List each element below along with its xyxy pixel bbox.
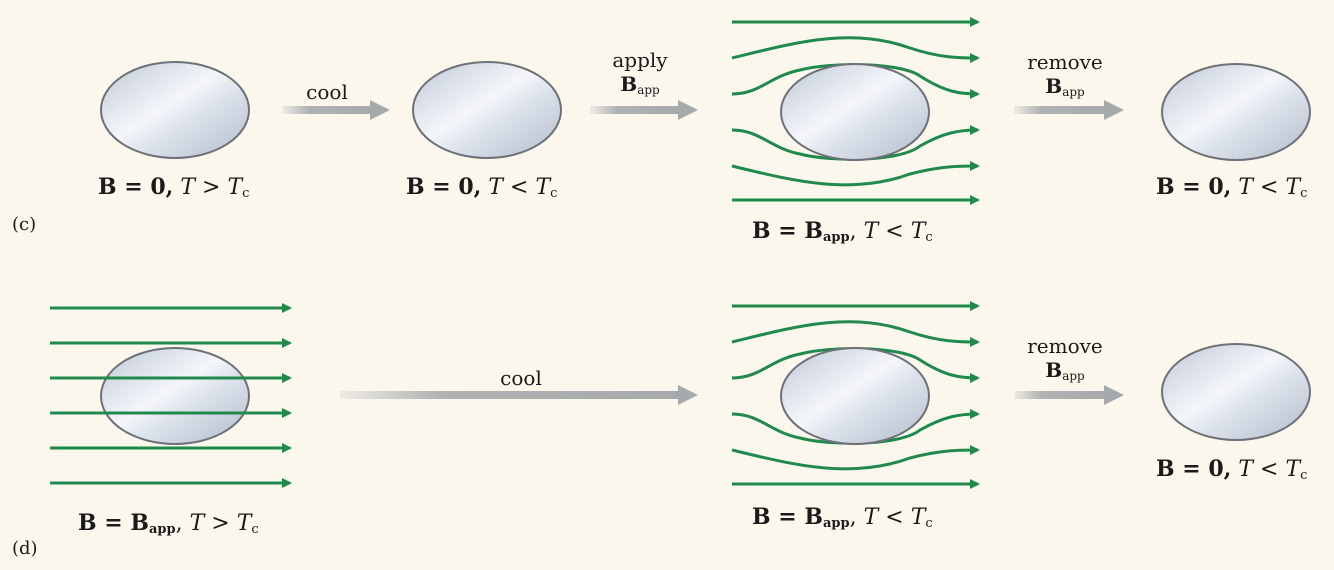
step-text: cool — [306, 80, 348, 104]
step-text: apply — [612, 48, 668, 72]
process-arrow-c-remove — [1014, 100, 1124, 120]
critical-temp-sub: c — [1300, 186, 1308, 201]
critical-temp: T — [910, 505, 926, 530]
state-label-d2: B = Bapp, T < Tc — [752, 504, 933, 531]
step-symbol-sub: app — [637, 83, 660, 97]
field-value: B = B — [752, 218, 823, 244]
relation: < — [1260, 457, 1279, 482]
critical-temp-sub: c — [242, 186, 250, 201]
sample-c3 — [780, 63, 930, 161]
sample-d3 — [1161, 343, 1311, 441]
critical-temp: T — [227, 175, 243, 200]
step-text: remove — [1027, 334, 1103, 358]
field-suffix: , — [849, 219, 857, 244]
field-suffix: , — [175, 511, 183, 536]
relation: < — [885, 219, 904, 244]
step-label-c-apply: apply Bapp — [600, 48, 680, 102]
field-value: B = B — [78, 510, 149, 536]
state-label-c3: B = Bapp, T < Tc — [752, 218, 933, 245]
state-label-d1: B = Bapp, T > Tc — [78, 510, 259, 537]
step-symbol: B — [1045, 74, 1063, 98]
process-arrow-d-remove — [1014, 385, 1124, 405]
process-arrow-c-apply — [590, 100, 698, 120]
state-label-d3: B = 0, T < Tc — [1156, 456, 1307, 483]
sample-c2 — [412, 61, 562, 159]
critical-temp-sub: c — [550, 186, 558, 201]
field-line — [731, 161, 980, 187]
step-label-c-remove: remove Bapp — [1020, 50, 1110, 104]
relation: < — [510, 175, 529, 200]
field-lines-d1 — [50, 303, 292, 488]
critical-temp: T — [535, 175, 551, 200]
temperature-var: T — [863, 505, 879, 530]
panel-tag-c: (c) — [12, 214, 37, 235]
sample-c1 — [100, 61, 250, 159]
field-line — [731, 320, 980, 347]
step-label-d-remove: remove Bapp — [1020, 334, 1110, 388]
relation: > — [211, 511, 230, 536]
panel-tag-d: (d) — [12, 538, 38, 559]
step-label-c-cool: cool — [300, 80, 354, 104]
temperature-var: T — [180, 175, 196, 200]
field-value-sub: app — [822, 230, 850, 245]
step-text: cool — [500, 366, 542, 390]
critical-temp-sub: c — [251, 522, 259, 537]
critical-temp-sub: c — [1300, 468, 1308, 483]
sample-d1 — [100, 347, 250, 445]
state-label-c1: B = 0, T > Tc — [98, 174, 249, 201]
field-value: B = 0, — [1156, 174, 1232, 200]
step-symbol-sub: app — [1062, 369, 1085, 383]
step-label-d-cool: cool — [494, 366, 548, 390]
sample-d2 — [780, 347, 930, 445]
step-symbol-sub: app — [1062, 85, 1085, 99]
state-label-c4: B = 0, T < Tc — [1156, 174, 1307, 201]
temperature-var: T — [863, 219, 879, 244]
critical-temp-sub: c — [925, 516, 933, 531]
critical-temp: T — [910, 219, 926, 244]
field-line — [731, 36, 980, 63]
temperature-var: T — [1238, 457, 1254, 482]
critical-temp: T — [1285, 457, 1301, 482]
field-suffix: , — [849, 505, 857, 530]
field-value-sub: app — [822, 516, 850, 531]
field-value: B = 0, — [98, 174, 174, 200]
field-value-sub: app — [148, 522, 176, 537]
critical-temp: T — [236, 511, 252, 536]
relation: < — [1260, 175, 1279, 200]
temperature-var: T — [1238, 175, 1254, 200]
field-line — [731, 445, 980, 471]
relation: > — [202, 175, 221, 200]
critical-temp-sub: c — [925, 230, 933, 245]
relation: < — [885, 505, 904, 530]
step-text: remove — [1027, 50, 1103, 74]
field-value: B = B — [752, 504, 823, 530]
step-symbol: B — [620, 72, 638, 96]
state-label-c2: B = 0, T < Tc — [406, 174, 557, 201]
field-value: B = 0, — [1156, 456, 1232, 482]
temperature-var: T — [488, 175, 504, 200]
field-value: B = 0, — [406, 174, 482, 200]
sample-c4 — [1161, 63, 1311, 161]
process-arrow-c-cool — [282, 100, 390, 120]
process-arrow-d-cool — [340, 385, 698, 405]
critical-temp: T — [1285, 175, 1301, 200]
step-symbol: B — [1045, 358, 1063, 382]
temperature-var: T — [189, 511, 205, 536]
